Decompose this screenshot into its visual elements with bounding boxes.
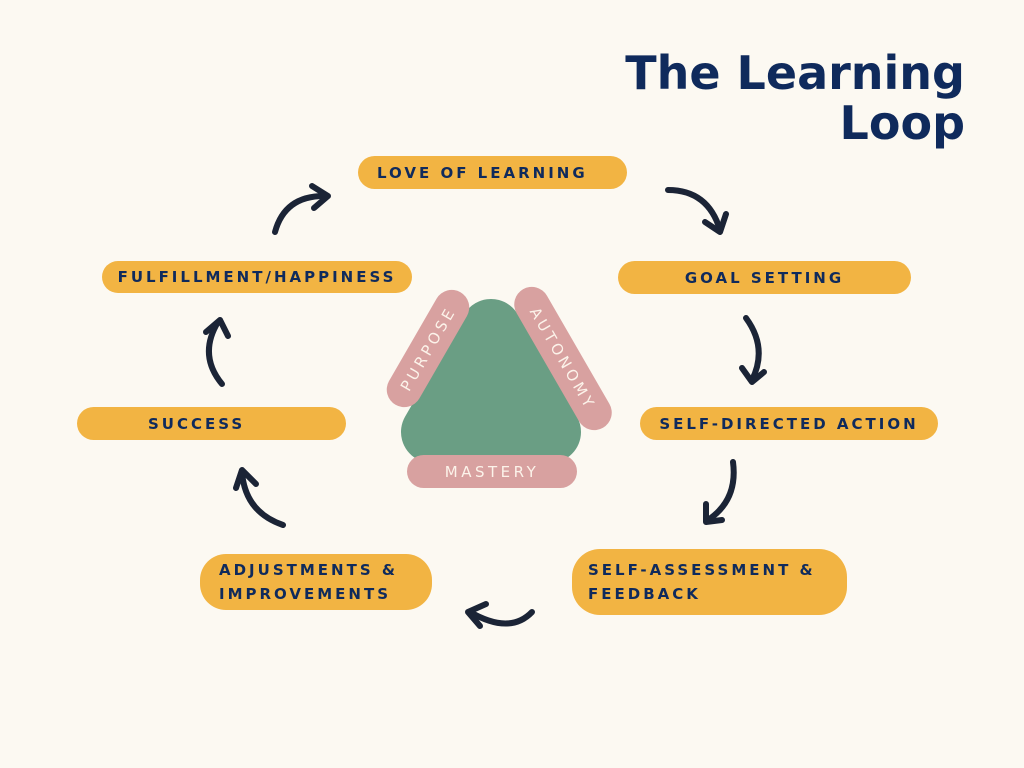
step-goal-setting: GOAL SETTING	[618, 261, 911, 294]
step-fulfillment-happiness: FULFILLMENT/HAPPINESS	[102, 261, 412, 293]
arrow-icon	[665, 187, 729, 235]
step-label: IMPROVEMENTS	[219, 585, 392, 603]
step-success: SUCCESS	[77, 407, 346, 440]
step-self-directed-action: SELF-DIRECTED ACTION	[640, 407, 938, 440]
step-self-assessment-feedback: SELF-ASSESSMENT & FEEDBACK	[572, 549, 847, 615]
step-label: ADJUSTMENTS &	[219, 561, 398, 579]
title-line-2: Loop	[839, 96, 965, 150]
title-line-1: The Learning	[625, 46, 965, 100]
step-label: GOAL SETTING	[684, 268, 845, 287]
step-label: FULFILLMENT/HAPPINESS	[117, 268, 397, 286]
arrow-icon	[465, 601, 535, 629]
core-triangle	[401, 299, 581, 463]
step-love-of-learning: LOVE OF LEARNING	[358, 156, 627, 189]
arrow-icon	[203, 317, 231, 387]
mastery-label: MASTERY	[444, 462, 540, 481]
page-title: The Learning Loop	[625, 48, 965, 148]
step-label: FEEDBACK	[588, 585, 701, 603]
core-mastery: MASTERY	[407, 455, 577, 488]
step-label: LOVE OF LEARNING	[377, 163, 588, 182]
arrow-icon	[272, 183, 331, 235]
step-label: SELF-ASSESSMENT &	[588, 561, 816, 579]
step-label: SUCCESS	[148, 414, 246, 433]
arrow-icon	[703, 459, 737, 525]
arrow-icon	[233, 467, 286, 528]
step-label: SELF-DIRECTED ACTION	[659, 414, 919, 433]
arrow-icon	[739, 315, 767, 385]
step-adjustments-improvements: ADJUSTMENTS & IMPROVEMENTS	[200, 554, 432, 610]
